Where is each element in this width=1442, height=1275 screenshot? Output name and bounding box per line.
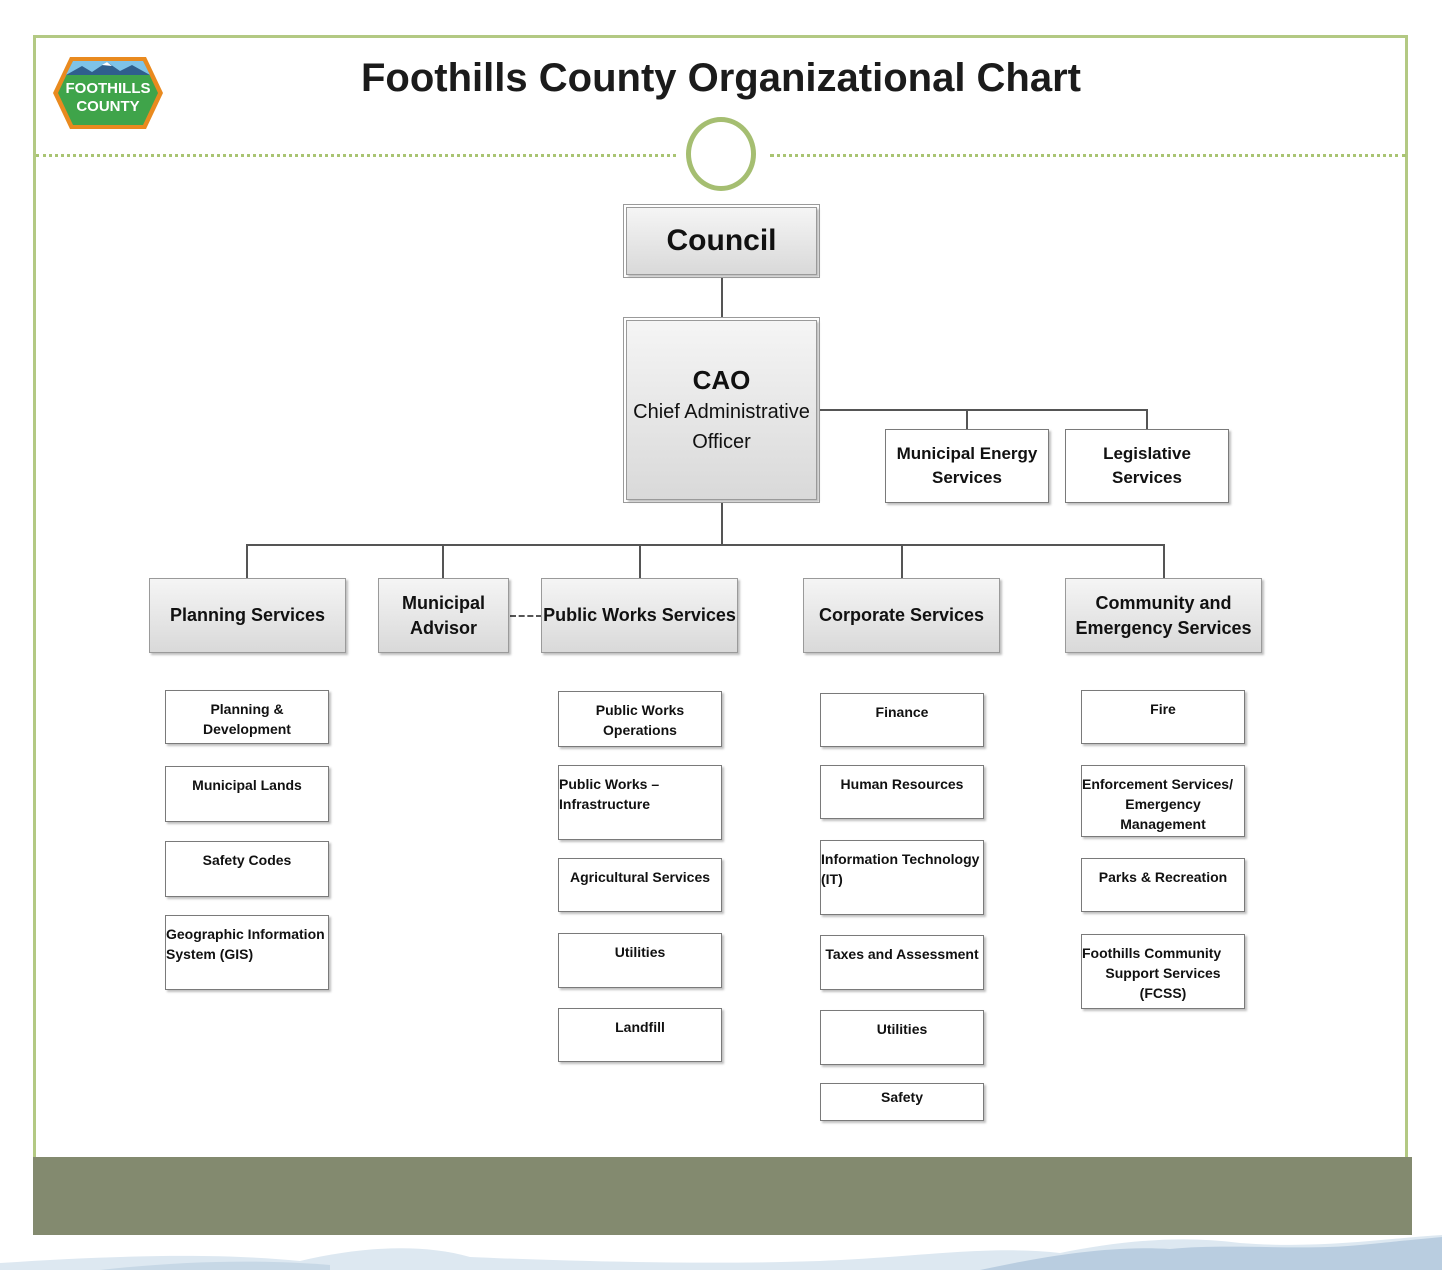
- unit-safety-codes: Safety Codes: [165, 841, 329, 897]
- connector-community: [1163, 544, 1165, 579]
- unit-label: Safety Codes: [202, 852, 292, 868]
- municipal-energy-services-box: Municipal Energy Services: [885, 429, 1049, 503]
- unit-label: Safety: [880, 1089, 924, 1105]
- unit-label-line2: System (GIS): [166, 946, 254, 962]
- cao-box: CAO Chief Administrative Officer: [623, 317, 820, 503]
- footer-band: [33, 1157, 1412, 1235]
- public-works-services-box: Public Works Services: [541, 578, 738, 653]
- unit-information-technology: Information Technology (IT): [820, 840, 984, 915]
- header-divider-left: [36, 154, 676, 157]
- header-ring-ornament: [686, 117, 756, 191]
- council-box: Council: [623, 204, 820, 278]
- unit-finance: Finance: [820, 693, 984, 747]
- unit-label-line2: (IT): [821, 871, 843, 887]
- connector-cao-staff: [819, 409, 1148, 411]
- unit-label-line1: Geographic Information: [166, 926, 325, 942]
- unit-label: Municipal Lands: [192, 777, 302, 793]
- unit-public-works-infrastructure: Public Works – Infrastructure: [558, 765, 722, 840]
- advisor-label-line1: Municipal: [401, 592, 485, 613]
- connector-department-bar: [246, 544, 1165, 546]
- energy-label-line2: Services: [932, 468, 1002, 487]
- community-label-line2: Emergency Services: [1075, 617, 1252, 638]
- connector-energy: [966, 409, 968, 430]
- unit-label-line1: Information Technology: [821, 851, 980, 867]
- connector-public-works: [639, 544, 641, 579]
- municipal-advisor-box: Municipal Advisor: [378, 578, 509, 653]
- unit-label-line2: Infrastructure: [559, 796, 651, 812]
- unit-planning-development: Planning & Development: [165, 690, 329, 744]
- unit-label-line1: Enforcement Services/: [1082, 776, 1233, 792]
- foothills-county-logo: FOOTHILLS COUNTY: [52, 55, 164, 131]
- unit-public-works-operations: Public Works Operations: [558, 691, 722, 747]
- unit-label: Human Resources: [840, 776, 964, 792]
- connector-planning: [246, 544, 248, 579]
- corporate-services-label: Corporate Services: [818, 605, 985, 625]
- unit-landfill: Landfill: [558, 1008, 722, 1062]
- unit-label: Taxes and Assessment: [825, 946, 979, 962]
- connector-council-cao: [721, 278, 723, 318]
- unit-parks-recreation: Parks & Recreation: [1081, 858, 1245, 912]
- logo-text-line1: FOOTHILLS: [66, 80, 151, 97]
- legislative-label: Legislative Services: [1103, 444, 1191, 487]
- unit-label: Planning & Development: [203, 701, 291, 737]
- unit-label: Utilities: [614, 944, 666, 960]
- unit-public-works-utilities: Utilities: [558, 933, 722, 988]
- community-label-line1: Community and: [1095, 592, 1232, 613]
- unit-label: Public Works Operations: [595, 702, 685, 738]
- unit-fire: Fire: [1081, 690, 1245, 744]
- cao-name-line1: Chief Administrative: [633, 401, 810, 423]
- unit-label: Fire: [1150, 701, 1176, 717]
- chart-frame: [33, 35, 1408, 1157]
- unit-municipal-lands: Municipal Lands: [165, 766, 329, 822]
- page-title: Foothills County Organizational Chart: [361, 56, 1081, 100]
- logo-text-line2: COUNTY: [76, 98, 139, 115]
- connector-legislative: [1146, 409, 1148, 430]
- unit-enforcement-emergency: Enforcement Services/ Emergency Manageme…: [1081, 765, 1245, 837]
- advisor-label-line2: Advisor: [409, 617, 478, 638]
- unit-gis: Geographic Information System (GIS): [165, 915, 329, 990]
- planning-services-box: Planning Services: [149, 578, 346, 653]
- connector-advisor-public-works-dashed: [510, 615, 542, 617]
- unit-label-line1: Foothills Community: [1082, 945, 1222, 961]
- header-divider-right: [770, 154, 1406, 157]
- connector-cao-down: [721, 503, 723, 546]
- legislative-services-box: Legislative Services: [1065, 429, 1229, 503]
- unit-label: Parks & Recreation: [1098, 869, 1228, 885]
- unit-label-line2: Support Services (FCSS): [1105, 965, 1221, 1001]
- connector-advisor: [442, 544, 444, 579]
- unit-label-line1: Public Works –: [559, 776, 660, 792]
- unit-label: Utilities: [876, 1021, 928, 1037]
- planning-services-label: Planning Services: [169, 605, 326, 625]
- connector-corporate: [901, 544, 903, 579]
- unit-fcss: Foothills Community Support Services (FC…: [1081, 934, 1245, 1009]
- public-works-services-label: Public Works Services: [543, 605, 736, 625]
- unit-label: Agricultural Services: [569, 869, 711, 885]
- unit-corporate-utilities: Utilities: [820, 1010, 984, 1065]
- unit-safety: Safety: [820, 1083, 984, 1121]
- unit-label: Landfill: [615, 1019, 665, 1035]
- unit-label: Finance: [875, 704, 929, 720]
- corporate-services-box: Corporate Services: [803, 578, 1000, 653]
- mountain-banner-image: [0, 1235, 1442, 1270]
- unit-agricultural-services: Agricultural Services: [558, 858, 722, 912]
- cao-name-line2: Officer: [692, 431, 751, 453]
- unit-label-line2: Emergency Management: [1120, 796, 1206, 832]
- unit-human-resources: Human Resources: [820, 765, 984, 819]
- unit-taxes-assessment: Taxes and Assessment: [820, 935, 984, 990]
- community-emergency-services-box: Community and Emergency Services: [1065, 578, 1262, 653]
- cao-abbr: CAO: [692, 365, 751, 395]
- council-label: Council: [666, 224, 777, 257]
- energy-label-line1: Municipal Energy: [896, 444, 1038, 463]
